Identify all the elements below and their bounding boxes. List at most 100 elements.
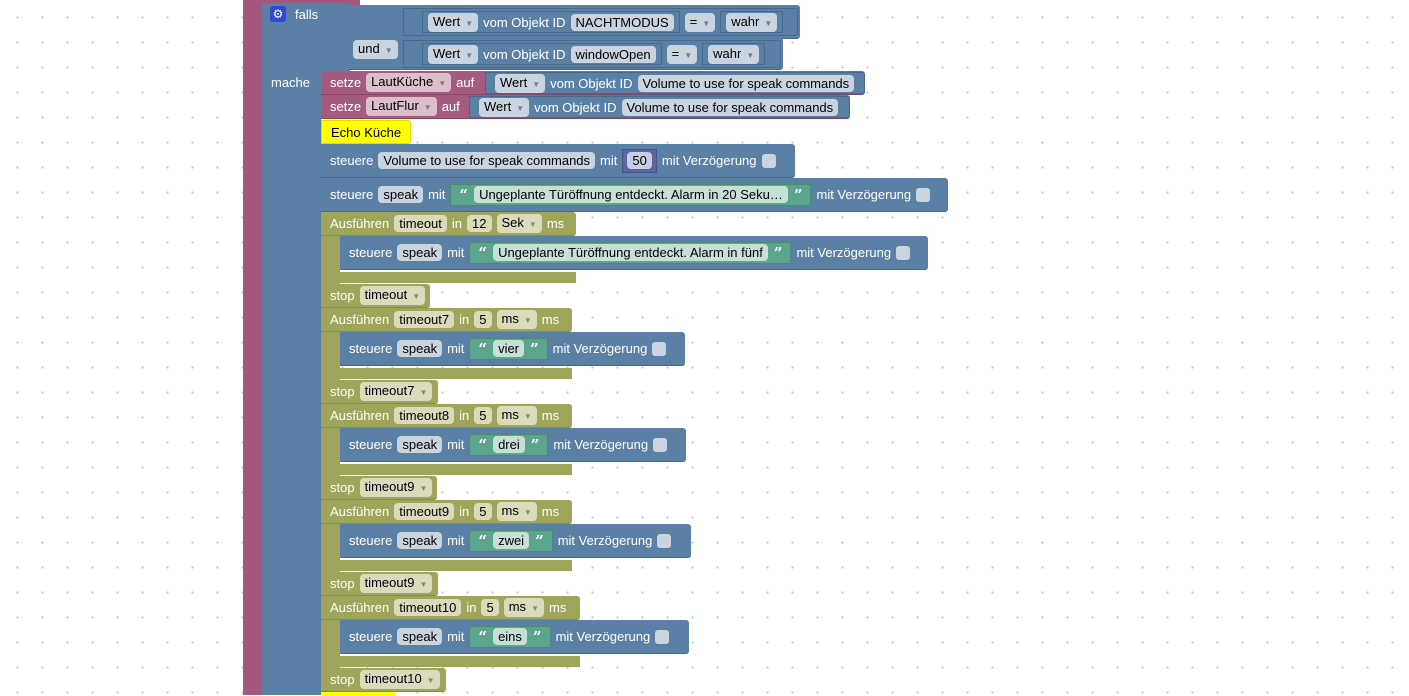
boolean-block[interactable]: wahr▼ <box>702 43 766 65</box>
operator-dropdown[interactable]: =▼ <box>684 12 716 32</box>
outer-block[interactable] <box>243 0 262 695</box>
label: mit <box>447 629 465 644</box>
text-block[interactable]: “eins” <box>469 625 551 648</box>
variable-dropdown[interactable]: LautKüche▼ <box>366 73 452 92</box>
object-id-field[interactable]: Volume to use for speak commands <box>621 98 839 116</box>
object-id-field[interactable]: speak <box>397 244 443 261</box>
text-block[interactable]: “Ungeplante Türöffnung entdeckt. Alarm i… <box>469 241 792 264</box>
object-id-field[interactable]: speak <box>397 340 443 357</box>
object-id-field[interactable]: Volume to use for speak commands <box>637 74 855 92</box>
text-block[interactable]: “Ungeplante Türöffnung entdeckt. Alarm i… <box>450 183 812 206</box>
boolean-dropdown[interactable]: wahr▼ <box>708 44 760 64</box>
delay-checkbox[interactable] <box>761 153 776 168</box>
delay-checkbox[interactable] <box>896 245 911 260</box>
text-value[interactable]: drei <box>493 436 525 453</box>
timer-dropdown[interactable]: timeout10▼ <box>359 670 440 689</box>
timer-dropdown[interactable]: timeout9▼ <box>359 478 433 497</box>
chevron-down-icon: ▼ <box>516 103 525 113</box>
timer-name-field[interactable]: timeout7 <box>394 311 455 328</box>
number-block[interactable]: 50 <box>622 148 657 173</box>
object-id-field[interactable]: Volume to use for speak commands <box>378 152 596 169</box>
unit-dropdown[interactable]: ms▼ <box>496 502 537 521</box>
timer-name-field[interactable]: timeout8 <box>394 407 455 424</box>
variable-dropdown[interactable]: LautFlur▼ <box>366 97 437 116</box>
object-id-field[interactable]: windowOpen <box>570 45 656 63</box>
text-value[interactable]: Ungeplante Türöffnung entdeckt. Alarm in… <box>493 244 768 261</box>
boolean-dropdown[interactable]: wahr▼ <box>726 12 778 32</box>
number-value[interactable]: 50 <box>627 152 652 169</box>
delay-checkbox[interactable] <box>653 437 668 452</box>
unit-dropdown[interactable]: ms▼ <box>503 598 544 617</box>
timer-name-field[interactable]: timeout10 <box>394 599 462 616</box>
text-block[interactable]: “zwei” <box>469 529 553 552</box>
chevron-down-icon: ▼ <box>438 79 447 88</box>
label: vom Objekt ID <box>483 14 566 30</box>
text-value[interactable]: vier <box>493 340 525 357</box>
delay-checkbox[interactable] <box>916 187 931 202</box>
text-block[interactable]: “vier” <box>469 337 548 360</box>
delay-field[interactable]: 5 <box>474 311 492 328</box>
text-value[interactable]: zwei <box>493 532 530 549</box>
logic-operator-dropdown[interactable]: und▼ <box>353 40 398 59</box>
text-value[interactable]: eins <box>493 628 527 645</box>
delay-field[interactable]: 5 <box>474 407 492 424</box>
property-dropdown[interactable]: Wert▼ <box>428 44 479 64</box>
delay-checkbox[interactable] <box>652 341 667 356</box>
unit-dropdown[interactable]: ms▼ <box>496 310 537 329</box>
text-value[interactable]: Ungeplante Türöffnung entdeckt. Alarm in… <box>474 186 788 203</box>
timer-dropdown[interactable]: timeout7▼ <box>359 382 433 401</box>
if-block[interactable] <box>262 3 321 695</box>
delay-field[interactable]: 5 <box>481 599 499 616</box>
object-id-field[interactable]: NACHTMODUS <box>570 13 674 31</box>
boolean-block[interactable]: wahr▼ <box>720 11 784 33</box>
unit-dropdown[interactable]: Sek▼ <box>496 214 542 233</box>
timer-name-field[interactable]: timeout9 <box>394 503 455 520</box>
property-dropdown[interactable]: Wert▼ <box>495 73 546 93</box>
object-id-field[interactable]: speak <box>397 628 443 645</box>
text-block[interactable]: “drei” <box>469 433 549 456</box>
object-id-field[interactable]: speak <box>397 436 443 453</box>
operator-dropdown[interactable]: =▼ <box>666 44 698 64</box>
delay-checkbox[interactable] <box>657 533 672 548</box>
unit-dropdown[interactable]: ms▼ <box>496 406 537 425</box>
unit-dropdown-value: ms <box>501 503 519 518</box>
gear-icon[interactable]: ⚙ <box>270 6 286 22</box>
timer-dropdown[interactable]: timeout▼ <box>359 286 426 305</box>
chevron-down-icon: ▼ <box>528 220 537 229</box>
timer-name-field[interactable]: timeout <box>394 215 447 232</box>
property-dropdown[interactable]: Wert▼ <box>479 97 530 117</box>
timer-dropdown[interactable]: timeout9▼ <box>359 574 433 593</box>
delay-field[interactable]: 12 <box>467 215 492 232</box>
property-dropdown[interactable]: Wert▼ <box>428 12 479 32</box>
delay-field[interactable]: 5 <box>474 503 492 520</box>
label: vom Objekt ID <box>534 99 617 115</box>
delay-checkbox[interactable] <box>655 629 670 644</box>
object-id-field[interactable]: speak <box>378 186 424 203</box>
label: mit <box>447 533 465 548</box>
comment-block[interactable]: Echo Küche <box>321 120 411 144</box>
object-id-field[interactable]: speak <box>397 532 443 549</box>
